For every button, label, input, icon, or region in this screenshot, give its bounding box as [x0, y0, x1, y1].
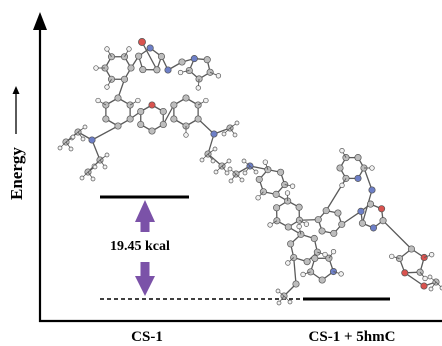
cs1-molecular-structure: [57, 38, 240, 182]
y-axis-label-arrowhead: [12, 86, 20, 94]
cs1-5hmc-complex-structure: [227, 148, 442, 306]
energy-gap-label: 19.45 kcal: [110, 239, 170, 254]
y-axis-arrowhead: [33, 12, 47, 30]
y-axis-label: Energy: [7, 147, 26, 200]
level-label-cs1-5hmc: CS-1 + 5hmC: [309, 329, 396, 345]
energy-gap-arrow: [135, 200, 155, 296]
y-axis-label-group: Energy: [7, 86, 26, 200]
level-label-cs1: CS-1: [131, 329, 163, 345]
